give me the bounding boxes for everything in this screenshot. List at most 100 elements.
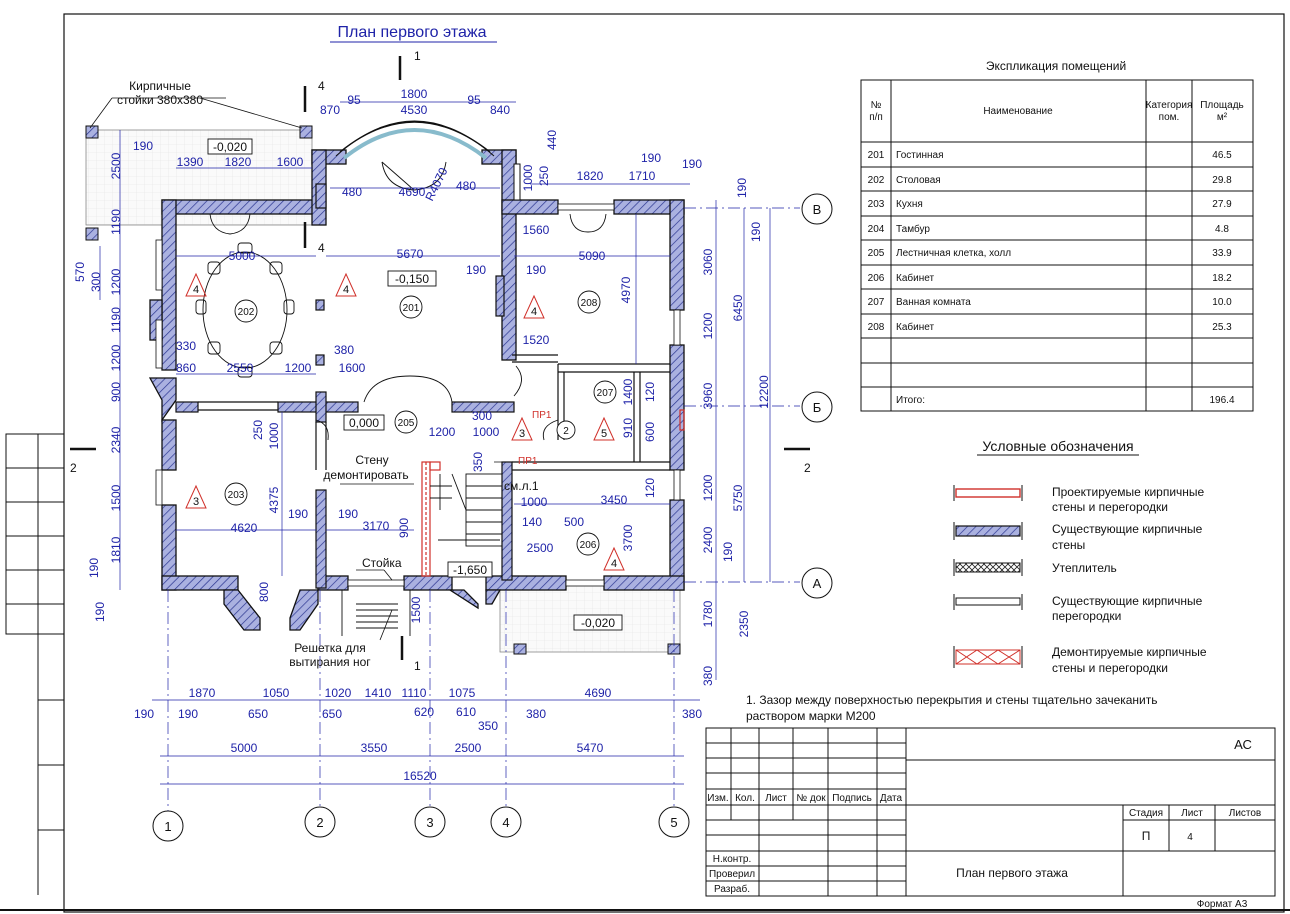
axis-label-3: 3 <box>426 815 433 830</box>
room-206-label: 206 <box>580 540 597 551</box>
axis-bubbles-letters <box>801 193 833 599</box>
title-block-sheet: 4 <box>1187 832 1193 843</box>
section-marks <box>70 56 810 660</box>
legend-swatch-exist-brick <box>953 522 1023 540</box>
table-row-name: Гостинная <box>896 150 944 161</box>
section-mark-top: 1 <box>414 49 421 63</box>
title-block-code: АС <box>1234 737 1252 752</box>
dim-inner: 1000 <box>267 422 281 449</box>
dim-right: 190 <box>735 178 749 198</box>
dim-left: 190 <box>93 602 107 622</box>
axis-label-2: 2 <box>316 815 323 830</box>
dim-top: 840 <box>490 103 510 117</box>
axis-lines <box>167 207 800 812</box>
table-row-no: 206 <box>868 273 885 284</box>
table-row-name: Ванная комната <box>896 297 971 308</box>
dim-inner: 2500 <box>527 541 554 555</box>
dim-bottom-2: 5470 <box>577 741 604 755</box>
title-block-header-doc: № док <box>796 793 826 804</box>
legend-label-exist-brick-2: стены <box>1052 538 1085 552</box>
table-row-name: Кабинет <box>896 272 934 284</box>
room-207-label: 207 <box>597 388 614 399</box>
table-row-no: 204 <box>868 224 885 235</box>
axis-label-5: 5 <box>670 815 677 830</box>
legend-swatch-new-brick <box>953 485 1023 501</box>
dim-bottom-2: 2500 <box>455 741 482 755</box>
explication-col-name: Наименование <box>983 106 1053 117</box>
dim-inner: 190 <box>526 263 546 277</box>
dim-top: 480 <box>456 179 476 193</box>
room-201-label: 201 <box>403 303 420 314</box>
legend-swatch-exist-partition <box>953 594 1023 610</box>
section-mark-2-left: 2 <box>70 461 77 475</box>
dining-table <box>195 242 295 378</box>
explication-col-cat-1: Категория <box>1146 100 1193 111</box>
title-block-stage: П <box>1142 829 1151 843</box>
annotation-leaders <box>89 97 514 641</box>
dim-inner: 3450 <box>601 493 628 507</box>
dim-left: 1500 <box>109 484 123 511</box>
dim-right: 380 <box>701 666 715 686</box>
dim-bottom-1: 190 <box>178 707 198 721</box>
dim-bottom-1: 350 <box>478 719 498 733</box>
room-208-label: 208 <box>581 298 598 309</box>
dim-inner: 1200 <box>285 361 312 375</box>
section-mark-bottom: 1 <box>414 659 421 673</box>
badge-202: 4 <box>193 284 199 296</box>
dim-total-width: 16520 <box>403 769 437 783</box>
note-line-2: раствором марки М200 <box>746 709 876 723</box>
dim-bottom-1: 4690 <box>585 686 612 700</box>
explication-rows: 201 Гостинная 46.5 202 Столовая 29.8 203… <box>868 150 1235 406</box>
dim-inner: 1820 <box>225 155 252 169</box>
dim-right: 190 <box>721 542 735 562</box>
annotation-brick-posts-2: стойки 380х380 <box>117 93 203 107</box>
dim-bottom-1: 1410 <box>365 686 392 700</box>
title-block-sheet-label: Лист <box>1181 808 1203 819</box>
dimension-texts: 870 95 1800 4530 95 840 440 250 1000 469… <box>73 87 771 783</box>
window-glazing <box>155 203 681 587</box>
dim-top: 1820 <box>577 169 604 183</box>
dim-top: R4070 <box>422 165 450 203</box>
explication-col-no-2: п/п <box>869 112 883 123</box>
annotation-grate-2: вытирания ног <box>289 655 371 669</box>
dim-right: 2400 <box>701 526 715 553</box>
level-terrace-bottom: -0,020 <box>581 616 615 630</box>
dim-right: 190 <box>749 222 763 242</box>
title-block-format: Формат А3 <box>1197 899 1248 910</box>
legend-label-new-brick-1: Проектируемые кирпичные <box>1052 485 1205 499</box>
node-2-label: 2 <box>563 426 569 437</box>
table-row-area: 27.9 <box>1212 199 1232 210</box>
dim-top: 440 <box>545 130 559 150</box>
table-row-name: Кабинет <box>896 321 934 333</box>
table-row-name: Тамбур <box>896 223 930 235</box>
dim-inner: 190 <box>466 263 486 277</box>
dim-bottom-1: 380 <box>526 707 546 721</box>
legend-label-demolish-2: стены и перегородки <box>1052 661 1168 675</box>
explication-title: Экспликация помещений <box>986 59 1126 73</box>
dim-left: 900 <box>109 382 123 402</box>
plan-title: План первого этажа <box>338 24 487 41</box>
badge-207: 5 <box>601 428 607 440</box>
room-203-label: 203 <box>228 490 245 501</box>
dim-inner: 120 <box>643 478 657 498</box>
dim-left: 2500 <box>109 152 123 179</box>
axis-bubbles-numbers <box>152 806 690 842</box>
staircase <box>341 473 503 636</box>
annotation-see-sheet: см.л.1 <box>504 479 539 493</box>
dim-top: 870 <box>320 103 340 117</box>
interior-walls <box>175 183 515 589</box>
dim-inner: 500 <box>564 515 584 529</box>
annotation-brick-posts-1: Кирпичные <box>129 79 191 93</box>
dim-top: 95 <box>347 93 361 107</box>
dim-inner: 1560 <box>523 223 550 237</box>
badge-208: 4 <box>531 306 537 318</box>
dim-inner: 5670 <box>397 247 424 261</box>
dim-left: 1190 <box>109 209 123 235</box>
explication-grid <box>860 79 1254 412</box>
dim-inner: 120 <box>643 382 657 402</box>
dim-bottom-1: 650 <box>248 707 268 721</box>
annotation-grate-1: Решетка для <box>294 641 366 655</box>
table-row-no: 207 <box>868 297 885 308</box>
table-row-no: 202 <box>868 175 885 186</box>
